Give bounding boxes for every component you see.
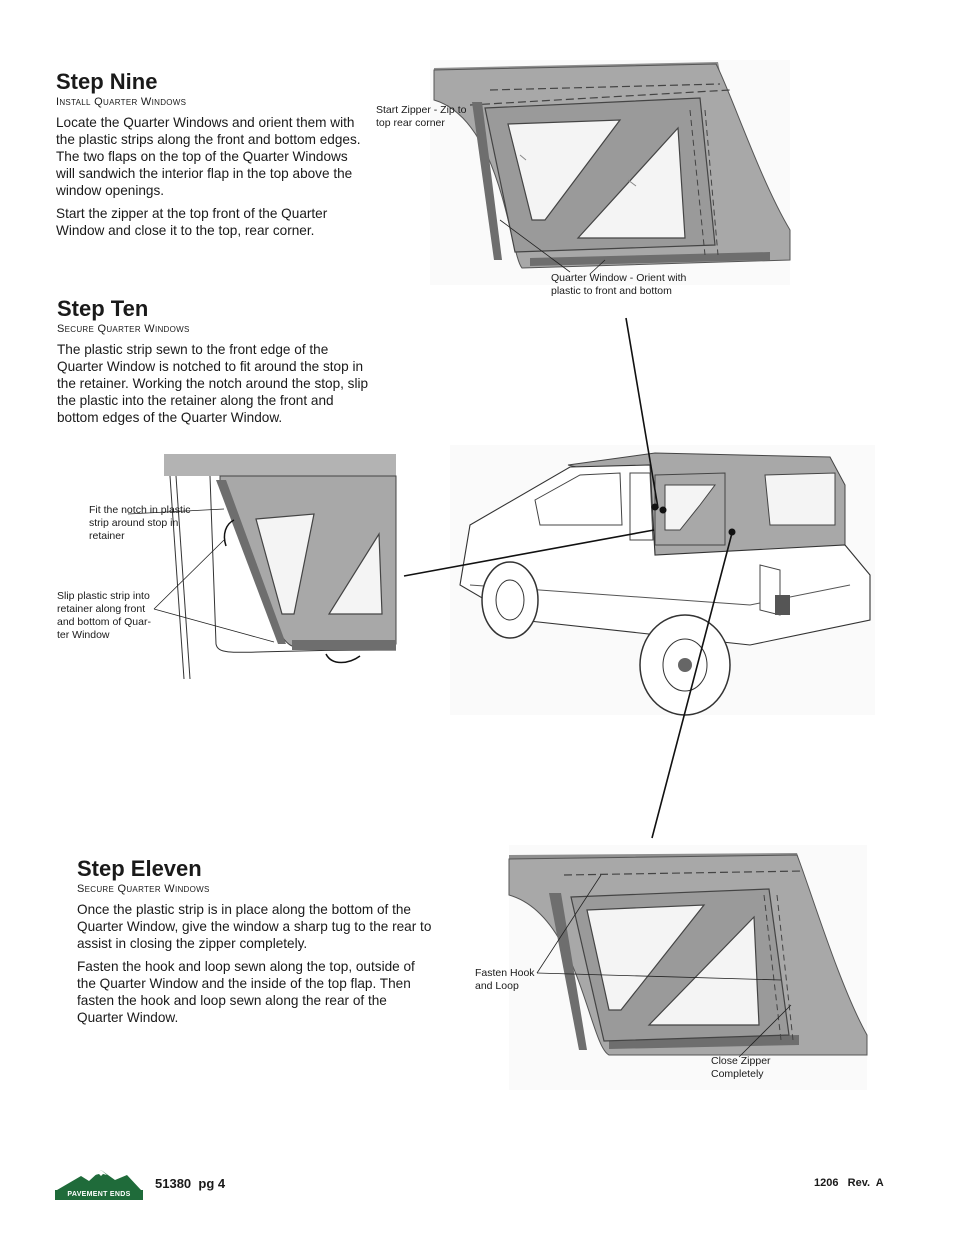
caption-fasten-hook-loop: Fasten Hook and Loop <box>475 967 535 992</box>
step-ten-subtitle: Secure Quarter Windows <box>57 323 190 335</box>
step-ten-retainer-diagram <box>127 454 397 680</box>
step-nine-paragraph-1: Locate the Quarter Windows and orient th… <box>56 115 361 198</box>
step-nine-title: Step Nine <box>56 69 158 94</box>
step-eleven-section: Step Eleven Secure Quarter Windows Once … <box>77 857 432 1032</box>
step-nine-quarter-window-diagram <box>430 60 791 285</box>
step-nine-subtitle: Install Quarter Windows <box>56 96 187 108</box>
step-ten-paragraph-1: The plastic strip sewn to the front edge… <box>57 342 369 425</box>
step-nine-section: Step Nine Install Quarter Windows Locate… <box>56 70 366 245</box>
caption-start-zipper: Start Zipper - Zip to top rear corner <box>376 104 467 129</box>
caption-slip-strip: Slip plastic strip into retainer along f… <box>57 590 151 641</box>
vehicle-illustration <box>450 445 875 716</box>
step-eleven-title: Step Eleven <box>77 856 202 881</box>
caption-orient-quarter-window: Quarter Window - Orient with plastic to … <box>551 272 687 297</box>
step-ten-section: Step Ten Secure Quarter Windows The plas… <box>57 297 372 432</box>
step-ten-title: Step Ten <box>57 296 149 321</box>
step-nine-paragraph-2: Start the zipper at the top front of the… <box>56 206 328 238</box>
step-eleven-subtitle: Secure Quarter Windows <box>77 883 210 895</box>
step-eleven-quarter-window-diagram <box>508 845 868 1090</box>
step-eleven-paragraph-1: Once the plastic strip is in place along… <box>77 902 432 951</box>
page-reference: 51380 pg 4 <box>155 1176 226 1191</box>
revision-label: 1206 Rev. A <box>814 1177 884 1189</box>
step-eleven-paragraph-2: Fasten the hook and loop sewn along the … <box>77 959 415 1025</box>
brand-logo: PAVEMENT ENDS <box>55 1168 143 1200</box>
mountain-logo-icon <box>57 1170 141 1190</box>
caption-close-zipper: Close Zipper Completely <box>711 1055 771 1080</box>
logo-text: PAVEMENT ENDS <box>55 1190 143 1200</box>
caption-fit-notch: Fit the notch in plastic strip around st… <box>89 504 191 542</box>
